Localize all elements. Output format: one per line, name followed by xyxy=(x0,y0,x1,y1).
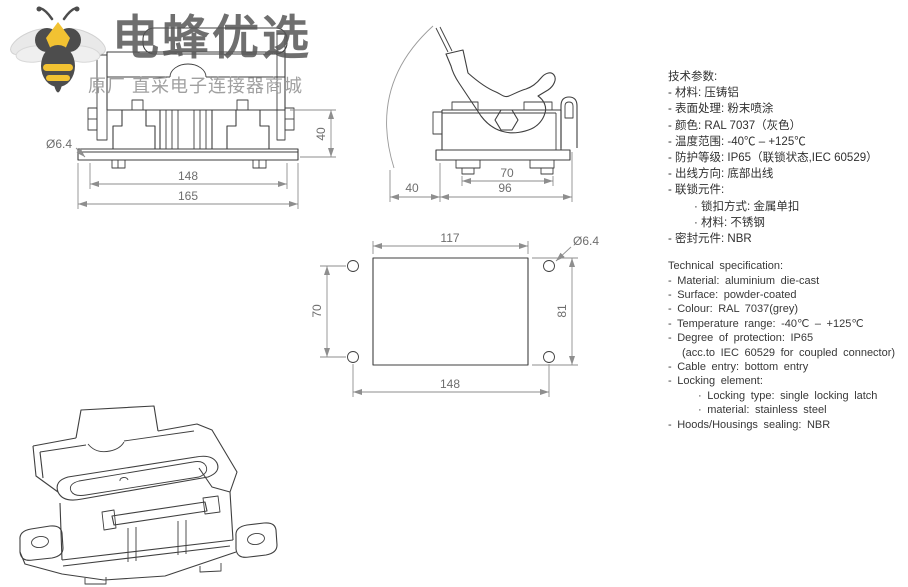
spec-block-chinese: 技术参数: - 材料: 压铸铝 - 表面处理: 粉末喷涂 - 颜色: RAL 7… xyxy=(668,69,906,247)
side-view: 70 96 40 xyxy=(386,25,578,202)
spec-panel: 技术参数: - 材料: 压铸铝 - 表面处理: 粉末喷涂 - 颜色: RAL 7… xyxy=(668,69,906,432)
iso-opening-rim xyxy=(56,455,219,501)
spec-line: - 防护等级: IP65（联锁状态,IEC 60529） xyxy=(668,152,878,165)
front-right-pedestal xyxy=(226,109,270,149)
dim-side-96: 96 xyxy=(498,181,512,195)
side-view-dimensions: 70 96 40 xyxy=(389,152,573,202)
front-view: 148 165 40 Ø6.4 xyxy=(46,27,336,209)
dim-front-hole: Ø6.4 xyxy=(46,137,72,151)
spec-block-english: Technical specification: - Material: alu… xyxy=(668,259,906,432)
spec-line: - Surface: powder-coated xyxy=(668,289,797,302)
front-gland-block xyxy=(159,109,213,150)
front-hood-lid xyxy=(142,27,288,55)
spec-line: 技术参数: xyxy=(668,71,718,83)
spec-line: - 材料: 压铸铝 xyxy=(668,87,739,100)
dim-panel-70: 70 xyxy=(310,304,324,318)
spec-line: - 温度范围: -40℃ – +125℃ xyxy=(668,135,806,148)
front-hood-body xyxy=(106,51,286,111)
dim-front-165: 165 xyxy=(178,189,198,203)
dim-panel-148: 148 xyxy=(440,377,460,391)
isometric-view xyxy=(19,405,278,585)
dim-front-40: 40 xyxy=(314,127,328,141)
front-view-dimensions: 148 165 40 Ø6.4 xyxy=(46,109,336,209)
locking-lever xyxy=(445,49,556,134)
spec-line: - Colour: RAL 7037(grey) xyxy=(668,303,798,316)
panel-view-dimensions: 117 Ø6.4 81 70 148 xyxy=(310,231,599,397)
panel-hole-top-right xyxy=(543,260,555,272)
panel-cutout-view: 117 Ø6.4 81 70 148 xyxy=(310,231,599,397)
iso-right-ear xyxy=(235,522,278,558)
lever-tip xyxy=(435,26,453,53)
spec-line: (acc.to IEC 60529 for coupled connector) xyxy=(682,346,896,359)
spec-line: - Temperature range: -40℃ – +125℃ xyxy=(668,317,864,330)
spec-line: · 材料: 不锈钢 xyxy=(694,216,765,229)
front-left-pedestal xyxy=(112,109,156,149)
spec-line: - 颜色: RAL 7037（灰色） xyxy=(668,119,802,132)
spec-line: - 密封元件: NBR xyxy=(668,233,752,246)
spec-line: - Hoods/Housings sealing: NBR xyxy=(668,418,831,431)
iso-rim-screw xyxy=(119,477,129,482)
iso-left-ear xyxy=(19,525,64,561)
panel-hole-bottom-left xyxy=(347,351,359,363)
dim-front-148: 148 xyxy=(178,169,198,183)
spec-line: - 出线方向: 底部出线 xyxy=(668,168,774,181)
dim-panel-hole: Ø6.4 xyxy=(573,234,599,248)
panel-cutout-rect xyxy=(372,257,529,366)
iso-crossbar xyxy=(111,501,208,526)
front-base-flange xyxy=(77,148,299,161)
spec-line: - 表面处理: 粉末喷涂 xyxy=(668,103,774,116)
iso-top-tab xyxy=(75,405,159,439)
dim-panel-117: 117 xyxy=(440,231,459,245)
spec-line: · material: stainless steel xyxy=(698,404,827,417)
panel-hole-top-left xyxy=(347,260,359,272)
spec-line: - 联锁元件: xyxy=(668,184,725,197)
front-dome-bump xyxy=(169,63,207,78)
spec-line: Technical specification: xyxy=(668,260,784,273)
panel-hole-bottom-right xyxy=(543,351,555,363)
spec-line: - Material: aluminium die-cast xyxy=(668,274,820,287)
side-eyelet-lug xyxy=(560,96,578,148)
iso-hood-outline xyxy=(32,423,238,493)
spec-line: · 锁扣方式: 金属单扣 xyxy=(694,200,800,213)
spec-line: · Locking type: single locking latch xyxy=(698,389,878,402)
spec-line: - Cable entry: bottom entry xyxy=(668,361,809,374)
dim-panel-81: 81 xyxy=(555,304,569,318)
front-left-rail xyxy=(96,54,108,141)
lever-swing-arc xyxy=(386,25,434,169)
spec-line: - Degree of protection: IP65 xyxy=(668,332,814,345)
front-right-rail xyxy=(276,33,286,141)
dim-side-70: 70 xyxy=(500,166,514,180)
dim-side-40: 40 xyxy=(405,181,419,195)
spec-line: - Locking element: xyxy=(668,375,763,388)
